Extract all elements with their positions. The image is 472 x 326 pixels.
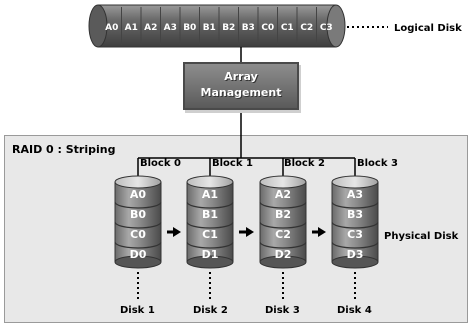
block-label-0: Block 0 xyxy=(140,158,181,169)
stripe-arrow-3 xyxy=(312,227,326,237)
stripe-separator xyxy=(114,241,162,249)
stripe-separator xyxy=(331,241,379,249)
disk-bottom-cap xyxy=(186,255,234,269)
disk-top-cap xyxy=(186,175,234,189)
logical-segments: A0 A1 A2 A3 B0 B1 B2 B3 C0 C1 C2 C3 xyxy=(105,7,333,45)
stripe-a2: A2 xyxy=(275,188,291,201)
logical-segment-a3: A3 xyxy=(164,23,177,33)
logical-disk-cylinder: A0 A1 A2 A3 B0 B1 B2 B3 C0 C1 C2 C3 xyxy=(88,4,346,48)
logical-segment-a1: A1 xyxy=(125,23,138,33)
stripe-separator xyxy=(331,221,379,229)
disk-bottom-cap xyxy=(331,255,379,269)
disk-top-cap xyxy=(259,175,307,189)
stripe-separator xyxy=(186,201,234,209)
array-label-line1: Array xyxy=(224,70,258,83)
logical-segment-c1: C1 xyxy=(281,23,294,33)
stripe-a0: A0 xyxy=(130,188,147,201)
stripe-b1: B1 xyxy=(202,208,218,221)
logical-segment-a0: A0 xyxy=(105,23,118,33)
stripe-separator xyxy=(259,221,307,229)
array-label-line2: Management xyxy=(200,86,282,99)
stripe-b0: B0 xyxy=(130,208,146,221)
logical-segment-a2: A2 xyxy=(144,23,157,33)
raid-panel xyxy=(4,135,468,323)
logical-disk-right-cap xyxy=(326,4,346,48)
block-label-3: Block 3 xyxy=(357,158,398,169)
stripe-separator xyxy=(331,201,379,209)
stripe-c0: C0 xyxy=(130,228,146,241)
logical-segment-b0: B0 xyxy=(183,23,196,33)
stripe-separator xyxy=(186,221,234,229)
stripe-separator xyxy=(114,221,162,229)
stripe-b3: B3 xyxy=(347,208,363,221)
disk-body xyxy=(331,181,379,263)
disk-top-cap xyxy=(114,175,162,189)
logical-segment-b1: B1 xyxy=(203,23,216,33)
stripe-separator xyxy=(186,241,234,249)
stripe-arrow-2 xyxy=(239,227,254,237)
logical-segment-b2: B2 xyxy=(222,23,235,33)
disk-body xyxy=(186,181,234,263)
stripe-a3: A3 xyxy=(347,188,363,201)
disk-bottom-cap xyxy=(259,255,307,269)
logical-disk-left-cap xyxy=(88,4,108,48)
logical-disk-label: Logical Disk xyxy=(394,23,462,34)
stripe-d0: D0 xyxy=(130,248,147,261)
stripe-separator xyxy=(114,201,162,209)
disk-label-1: Disk 1 xyxy=(120,305,155,316)
raid-title: RAID 0 : Striping xyxy=(12,143,116,156)
disk-top-cap xyxy=(331,175,379,189)
stripe-d1: D1 xyxy=(202,248,219,261)
array-management-box xyxy=(183,62,299,110)
stripe-separator xyxy=(259,241,307,249)
stripe-separator xyxy=(259,201,307,209)
physical-disk-label: Physical Disk xyxy=(384,231,459,242)
stripe-c3: C3 xyxy=(347,228,363,241)
stripe-a1: A1 xyxy=(202,188,218,201)
block-label-2: Block 2 xyxy=(284,158,325,169)
logical-segment-b3: B3 xyxy=(242,23,255,33)
logical-segment-c0: C0 xyxy=(261,23,274,33)
logical-segment-c3: C3 xyxy=(320,23,333,33)
block-label-1: Block 1 xyxy=(212,158,253,169)
disk-bottom-cap xyxy=(114,255,162,269)
array-management-label: Array Management xyxy=(183,69,299,101)
stripe-b2: B2 xyxy=(275,208,291,221)
disk-body xyxy=(114,181,162,263)
stripe-c2: C2 xyxy=(275,228,291,241)
logical-disk-body xyxy=(97,4,337,48)
disk-label-4: Disk 4 xyxy=(337,305,372,316)
stripe-d2: D2 xyxy=(275,248,292,261)
disk-label-2: Disk 2 xyxy=(193,305,228,316)
logical-segment-c2: C2 xyxy=(300,23,313,33)
stripe-d3: D3 xyxy=(347,248,364,261)
stripe-c1: C1 xyxy=(202,228,218,241)
stripe-arrow-1 xyxy=(167,227,181,237)
disk-label-3: Disk 3 xyxy=(265,305,300,316)
